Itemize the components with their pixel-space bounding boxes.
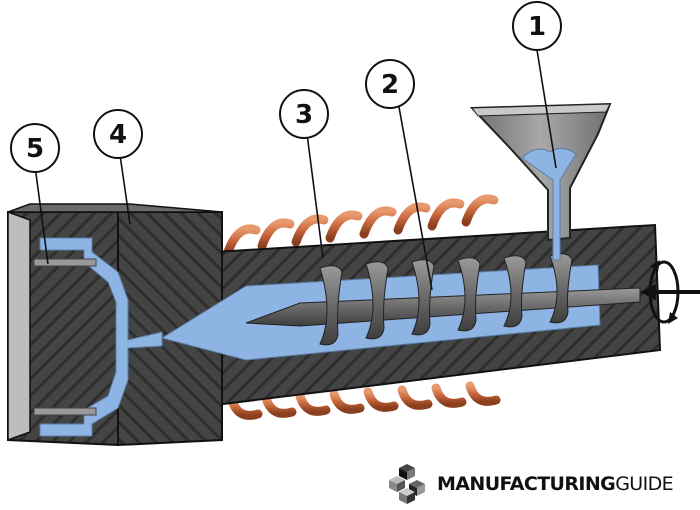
heater-coils-top: [223, 194, 499, 257]
callout-1-label: 1: [528, 12, 546, 42]
callout-1: 1: [512, 1, 562, 51]
manufacturing-guide-logo: MANUFACTURINGGUIDE: [385, 464, 674, 504]
hopper-pellets: [521, 148, 577, 261]
callout-2-label: 2: [381, 70, 399, 100]
callout-5-label: 5: [26, 134, 44, 164]
leader-lines: [34, 49, 557, 291]
logo-word-light: GUIDE: [615, 472, 674, 495]
push-arrow-icon: [640, 284, 700, 300]
sprue-runner: [39, 237, 163, 437]
callout-3: 3: [279, 89, 329, 139]
ejector-pin-bottom: [33, 407, 97, 416]
callout-2: 2: [365, 59, 415, 109]
screw-shaft: [245, 287, 641, 327]
callout-4: 4: [93, 109, 143, 159]
callout-4-label: 4: [109, 120, 127, 150]
callout-3-label: 3: [295, 100, 313, 130]
hopper: [469, 102, 612, 261]
ejector-pin-top: [33, 258, 97, 267]
callout-5: 5: [10, 123, 60, 173]
cube-logo-icon: [389, 464, 425, 504]
logo-word-bold: MANUFACTURING: [437, 472, 616, 495]
mold-top-face: [7, 203, 223, 213]
logo-wordmark: MANUFACTURINGGUIDE: [437, 472, 674, 495]
mold-left-face: [7, 210, 31, 442]
screw-flights: [319, 253, 573, 346]
heater-coils-bottom: [227, 381, 501, 420]
